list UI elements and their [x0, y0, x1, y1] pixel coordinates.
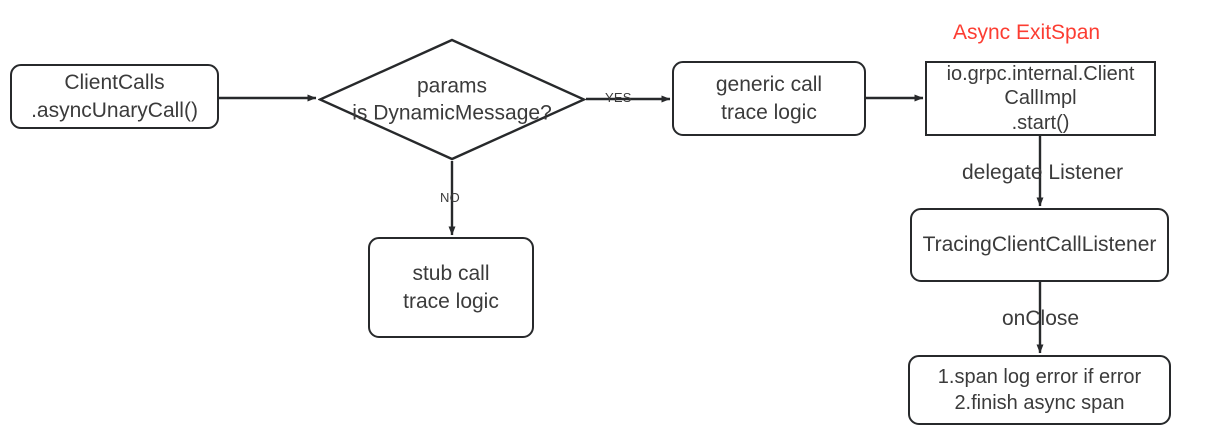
node-client-call-impl-start[interactable]: io.grpc.internal.Client CallImpl .start(…	[925, 61, 1156, 136]
node-tracing-client-call-listener[interactable]: TracingClientCallListener	[910, 208, 1169, 282]
node-decision-label: params is DynamicMessage?	[352, 73, 552, 125]
diamond-shape	[318, 38, 586, 161]
node-client-calls[interactable]: ClientCalls .asyncUnaryCall()	[10, 64, 219, 129]
async-exit-span-annotation: Async ExitSpan	[953, 21, 1101, 44]
edge-label-no: NO	[440, 190, 460, 205]
node-decision-is-dynamic-message[interactable]: params is DynamicMessage?	[318, 38, 586, 161]
edge-label-delegate-listener: delegate Listener	[962, 161, 1124, 184]
edge-label-yes: YES	[605, 90, 632, 105]
node-generic-call-trace-logic[interactable]: generic call trace logic	[672, 61, 866, 136]
node-stub-call-trace-logic[interactable]: stub call trace logic	[368, 237, 534, 338]
edge-label-on-close: onClose	[1002, 307, 1080, 330]
node-span-actions[interactable]: 1.span log error if error 2.finish async…	[908, 355, 1171, 425]
